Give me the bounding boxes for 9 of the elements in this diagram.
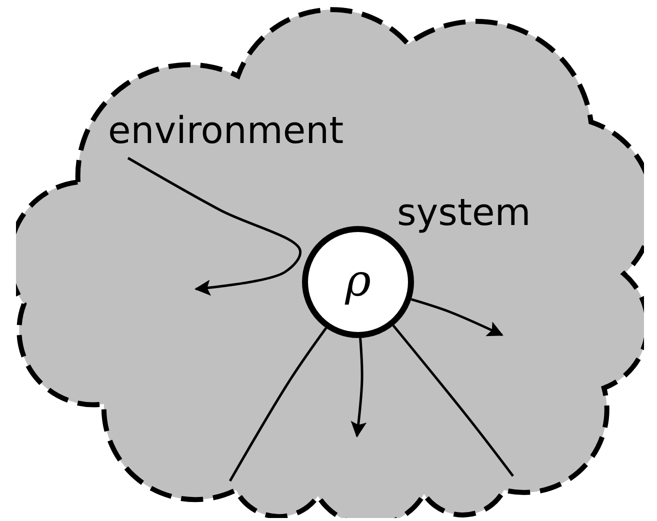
density-symbol: ρ	[345, 255, 371, 306]
connector-line	[392, 324, 514, 477]
cloud-shape	[16, 4, 644, 518]
arrow	[410, 298, 504, 336]
environment-label: environment	[108, 108, 376, 154]
connector-line	[228, 327, 328, 482]
system-label: system	[397, 190, 531, 236]
arrow	[127, 156, 302, 296]
arrow	[350, 338, 367, 438]
